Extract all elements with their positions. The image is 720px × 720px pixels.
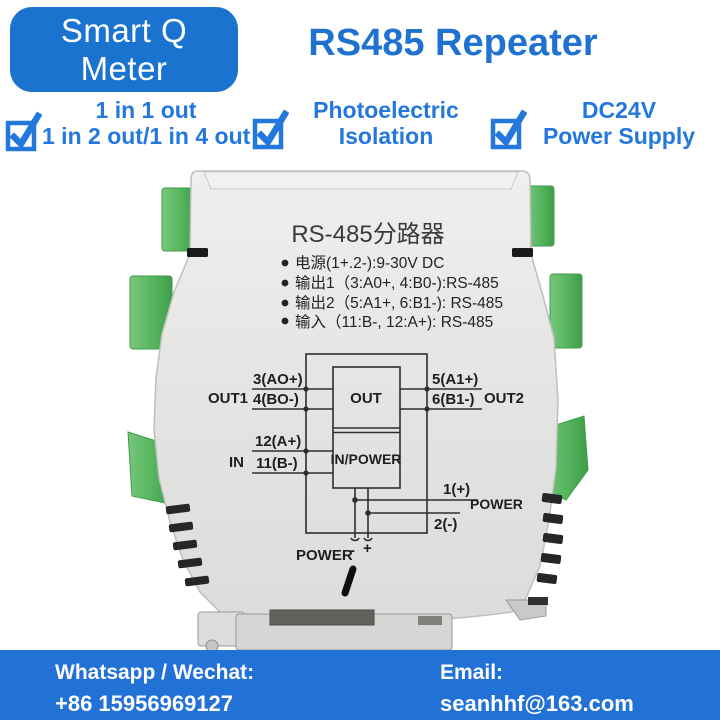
vent-slot	[177, 557, 203, 569]
label-port6: 6(B1-)	[432, 391, 475, 408]
label-inpower-block: IN/POWER	[331, 451, 402, 467]
vent-slot	[168, 521, 194, 533]
label-out-block: OUT	[350, 390, 382, 407]
label-port2: 2(-)	[434, 516, 457, 533]
whatsapp-label: Whatsapp / Wechat:	[55, 661, 255, 684]
checkbox-checked-icon	[252, 109, 289, 150]
vent-slot	[165, 503, 191, 515]
label-in: IN	[229, 454, 244, 471]
label-out1: OUT1	[208, 390, 248, 407]
spec-out2: 输出2（5:A1+, 6:B1-): RS-485	[295, 294, 503, 312]
brand-logo: Smart Q Meter	[10, 7, 238, 92]
page-title: RS485 Repeater	[308, 22, 598, 64]
spec-out1: 输出1（3:A0+, 4:B0-):RS-485	[295, 274, 499, 292]
feature-io: 1 in 1 out 1 in 2 out/1 in 4 out	[42, 97, 250, 149]
label-plus: +	[363, 540, 372, 557]
label-minus: -	[350, 542, 355, 559]
feature-power: DC24V Power Supply	[528, 97, 710, 149]
vent-slot	[541, 493, 563, 504]
checkbox-checked-icon	[490, 109, 527, 150]
feature-power-line1: DC24V	[581, 97, 657, 123]
brand-logo-line2: Meter	[80, 49, 168, 87]
spec-power: 电源(1+.2-):9-30V DC	[295, 254, 444, 272]
vent-slot	[172, 539, 198, 551]
label-out2: OUT2	[484, 390, 524, 407]
device-top-cap	[203, 171, 519, 190]
vent-slot	[184, 575, 210, 587]
feature-io-line1: 1 in 1 out	[95, 97, 197, 123]
label-power-bottom: POWER	[296, 547, 353, 564]
dash-marker-right	[512, 248, 533, 257]
vent-slots	[165, 493, 564, 587]
spec-in: 输入（11:B-, 12:A+): RS-485	[295, 313, 493, 331]
bullet-icon	[281, 279, 289, 287]
bullet-icon	[281, 259, 289, 267]
vent-slot	[542, 513, 564, 524]
din-rail-foot	[197, 597, 548, 653]
checkbox-checked-icon	[5, 111, 42, 152]
vent-slot	[536, 573, 558, 584]
label-port11: 11(B-)	[256, 455, 298, 472]
feature-power-line2: Power Supply	[542, 123, 696, 149]
label-port5: 5(A1+)	[432, 371, 478, 388]
release-lever-icon	[341, 565, 357, 597]
feature-io-line2: 1 in 2 out/1 in 4 out	[42, 123, 251, 149]
email-address: seanhhf@163.com	[440, 691, 634, 716]
wiring-diagram: OUT1 3(AO+) 4(BO-) IN 12(A+) 11(B-) OUT …	[208, 353, 524, 564]
din-small-detail	[418, 616, 442, 625]
device-spec-list: 电源(1+.2-):9-30V DC 输出1（3:A0+, 4:B0-):RS-…	[281, 254, 503, 331]
label-port3: 3(AO+)	[253, 371, 303, 388]
vent-slot	[540, 553, 562, 564]
label-power-right: POWER	[470, 496, 523, 512]
feature-isolation-line2: Isolation	[338, 123, 434, 149]
bullet-icon	[281, 317, 289, 325]
label-port4: 4(BO-)	[253, 391, 299, 408]
phone-number: +86 15956969127	[55, 691, 234, 716]
email-label: Email:	[440, 661, 504, 684]
vent-slot	[542, 533, 564, 544]
brand-logo-line1: Smart Q	[60, 11, 188, 49]
diagram-outer-box	[305, 353, 428, 534]
bullet-icon	[281, 299, 289, 307]
terminal-green-right-2	[549, 273, 583, 349]
label-port1: 1(+)	[443, 481, 470, 498]
din-dark-mark-right	[528, 597, 548, 605]
junction-dots	[303, 386, 430, 516]
feature-isolation: Photoelectric Isolation	[300, 97, 472, 149]
feature-isolation-line1: Photoelectric	[313, 97, 459, 123]
label-port12: 12(A+)	[255, 433, 301, 450]
device-title: RS-485分路器	[291, 221, 444, 248]
din-dark-insert	[269, 609, 375, 626]
dash-marker-left	[187, 248, 208, 257]
contact-bar: Whatsapp / Wechat: +86 15956969127 Email…	[0, 650, 720, 720]
